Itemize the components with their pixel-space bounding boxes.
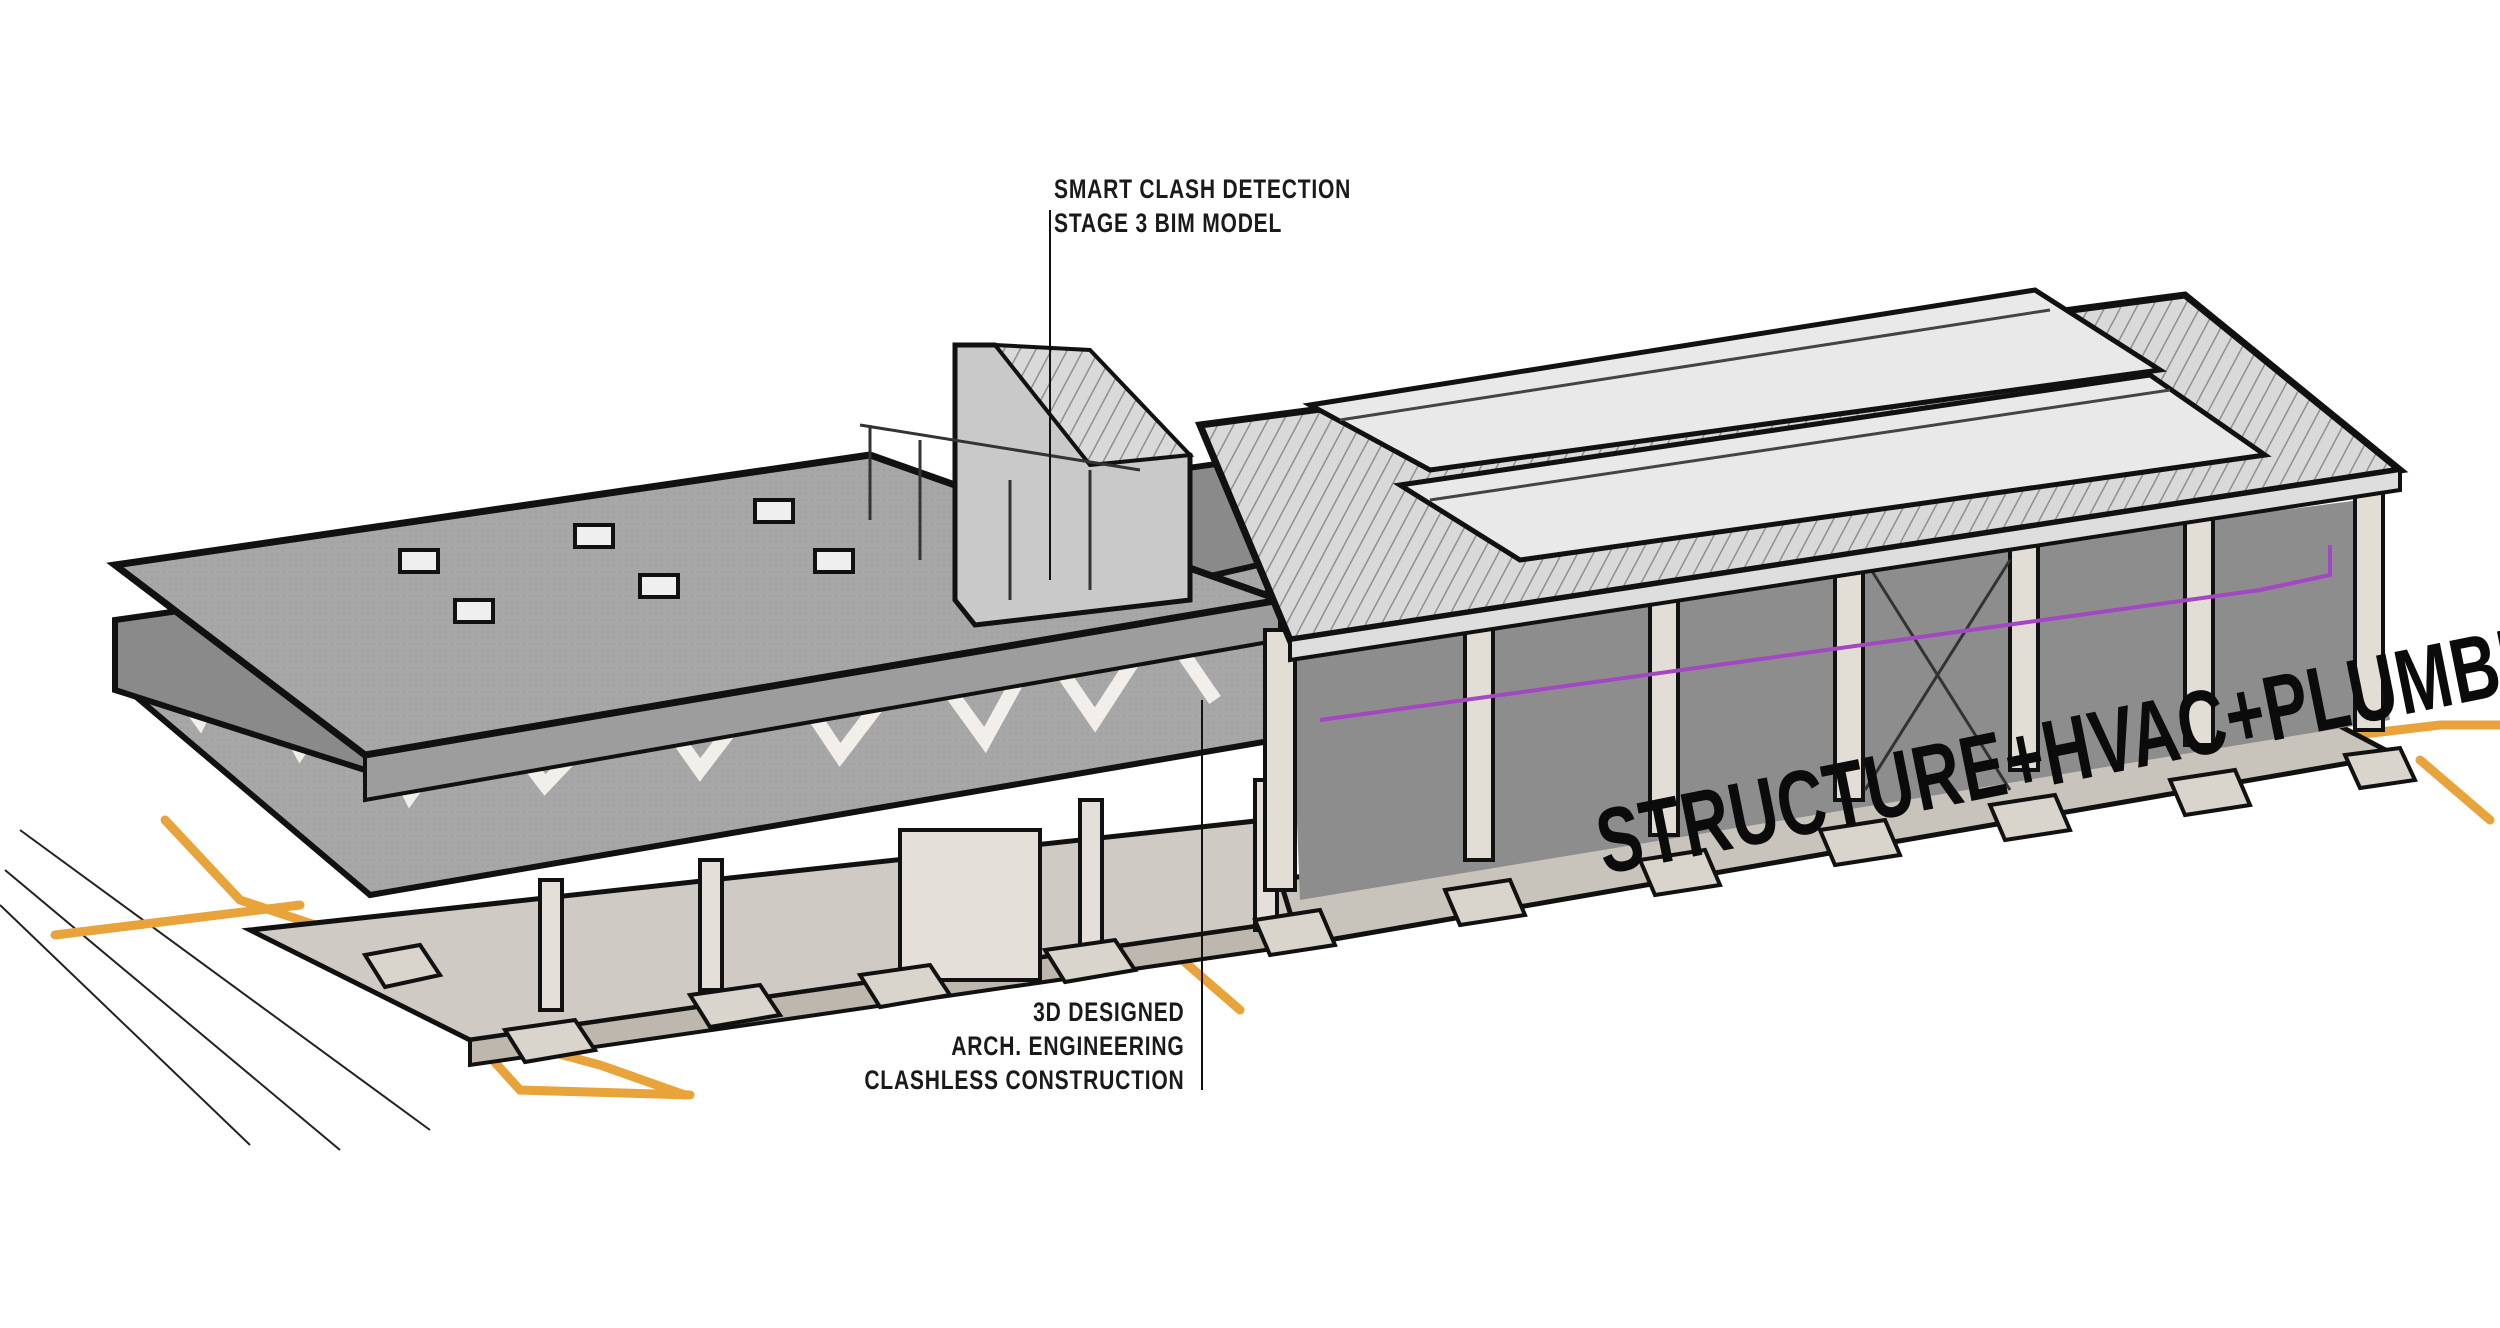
cross-bracing (1863, 559, 2012, 791)
roof-openings (398, 498, 855, 624)
right-steel-shed (1195, 287, 2418, 958)
rooftop-plant-room (859, 342, 1195, 628)
skylight-monitors (1302, 287, 2272, 563)
shed-footings (1252, 745, 2418, 958)
left-footings (361, 937, 1139, 1065)
left-concrete-block (106, 342, 1304, 1068)
annotation-line: CLASHLESS CONSTRUCTION (864, 1065, 1185, 1095)
roof-fascia (1288, 467, 2402, 663)
annotation-clash-detection: SMART CLASH DETECTION STAGE 3 BIM MODEL (1054, 172, 1351, 240)
annotation-designed: 3D DESIGNED ARCH. ENGINEERING CLASHLESS … (865, 995, 1185, 1097)
annotation-line: ARCH. ENGINEERING (951, 1031, 1185, 1061)
annotation-leaders (1049, 210, 1203, 1090)
ground-floor-columns (538, 778, 1279, 1012)
annotation-line: SMART CLASH DETECTION (1054, 174, 1352, 204)
hvac-ducts (1319, 545, 2332, 722)
annotation-line: 3D DESIGNED (1033, 997, 1185, 1027)
annotation-line: STAGE 3 BIM MODEL (1054, 208, 1283, 238)
ground-utility-lines (0, 829, 431, 1151)
